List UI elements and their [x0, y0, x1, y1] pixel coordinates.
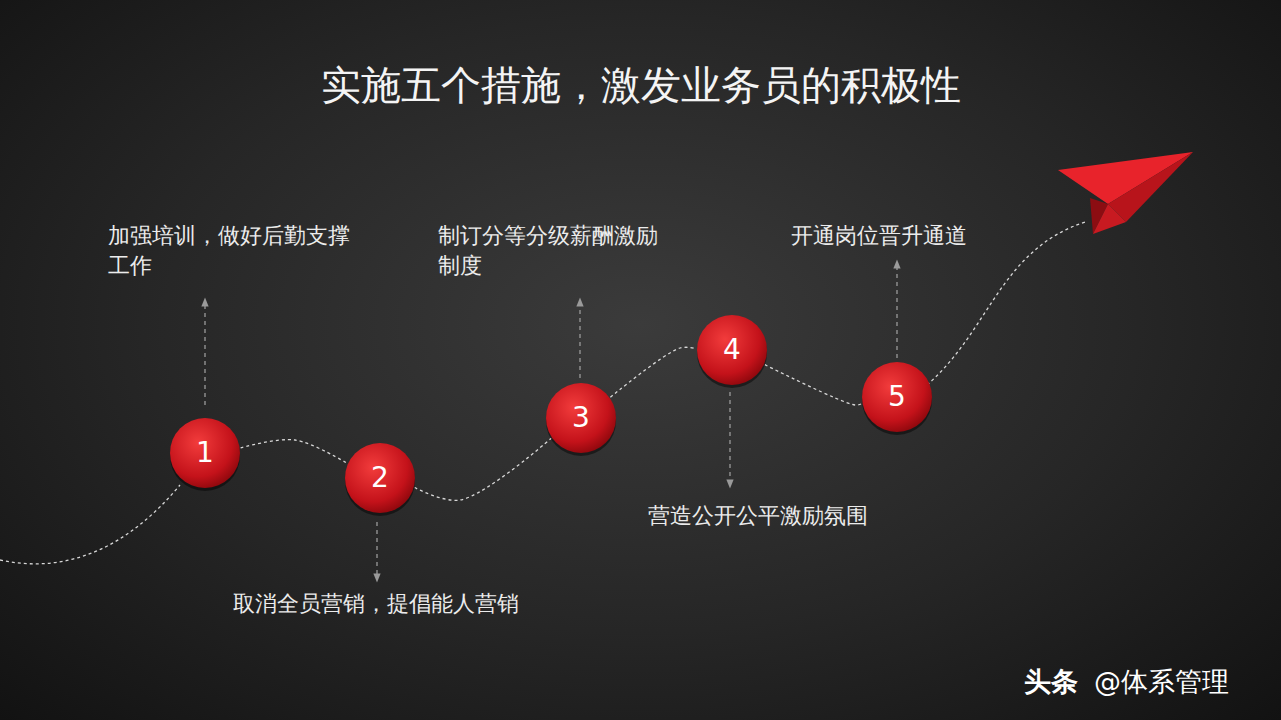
step-label: 营造公开公平激励氛围	[648, 501, 948, 531]
step-circle: 4	[696, 314, 768, 386]
step-circle: 3	[545, 382, 617, 454]
watermark: @体系管理	[1094, 664, 1274, 700]
leader-arrow	[204, 302, 205, 405]
watermark: 头条	[1024, 664, 1094, 700]
step-circle: 1	[169, 417, 241, 489]
step-label: 加强培训，做好后勤支撑工作	[108, 221, 370, 281]
title: 实施五个措施，激发业务员的积极性	[0, 58, 1281, 113]
callout-number: 2	[344, 442, 416, 514]
step-label: 取消全员营销，提倡能人营销	[233, 589, 573, 619]
step-label: 开通岗位晋升通道	[791, 221, 1051, 251]
wave-connector	[241, 440, 348, 464]
leader-arrow	[729, 392, 730, 484]
callout-number: 3	[545, 382, 617, 454]
step-circle: 2	[344, 442, 416, 514]
step-label: 制订分等分级薪酬激励制度	[438, 221, 678, 281]
callout-number: 4	[696, 314, 768, 386]
wave-lead-in	[0, 485, 180, 564]
wave-connector	[765, 365, 862, 405]
callout-number: 5	[861, 361, 933, 433]
callout-number: 1	[169, 417, 241, 489]
leader-arrow	[896, 264, 897, 358]
paper-plane	[1058, 152, 1193, 234]
leader-arrow	[376, 522, 377, 578]
wave-connector	[415, 438, 551, 500]
leader-arrow	[579, 302, 580, 378]
wave-connector	[610, 347, 696, 397]
step-circle: 5	[861, 361, 933, 433]
